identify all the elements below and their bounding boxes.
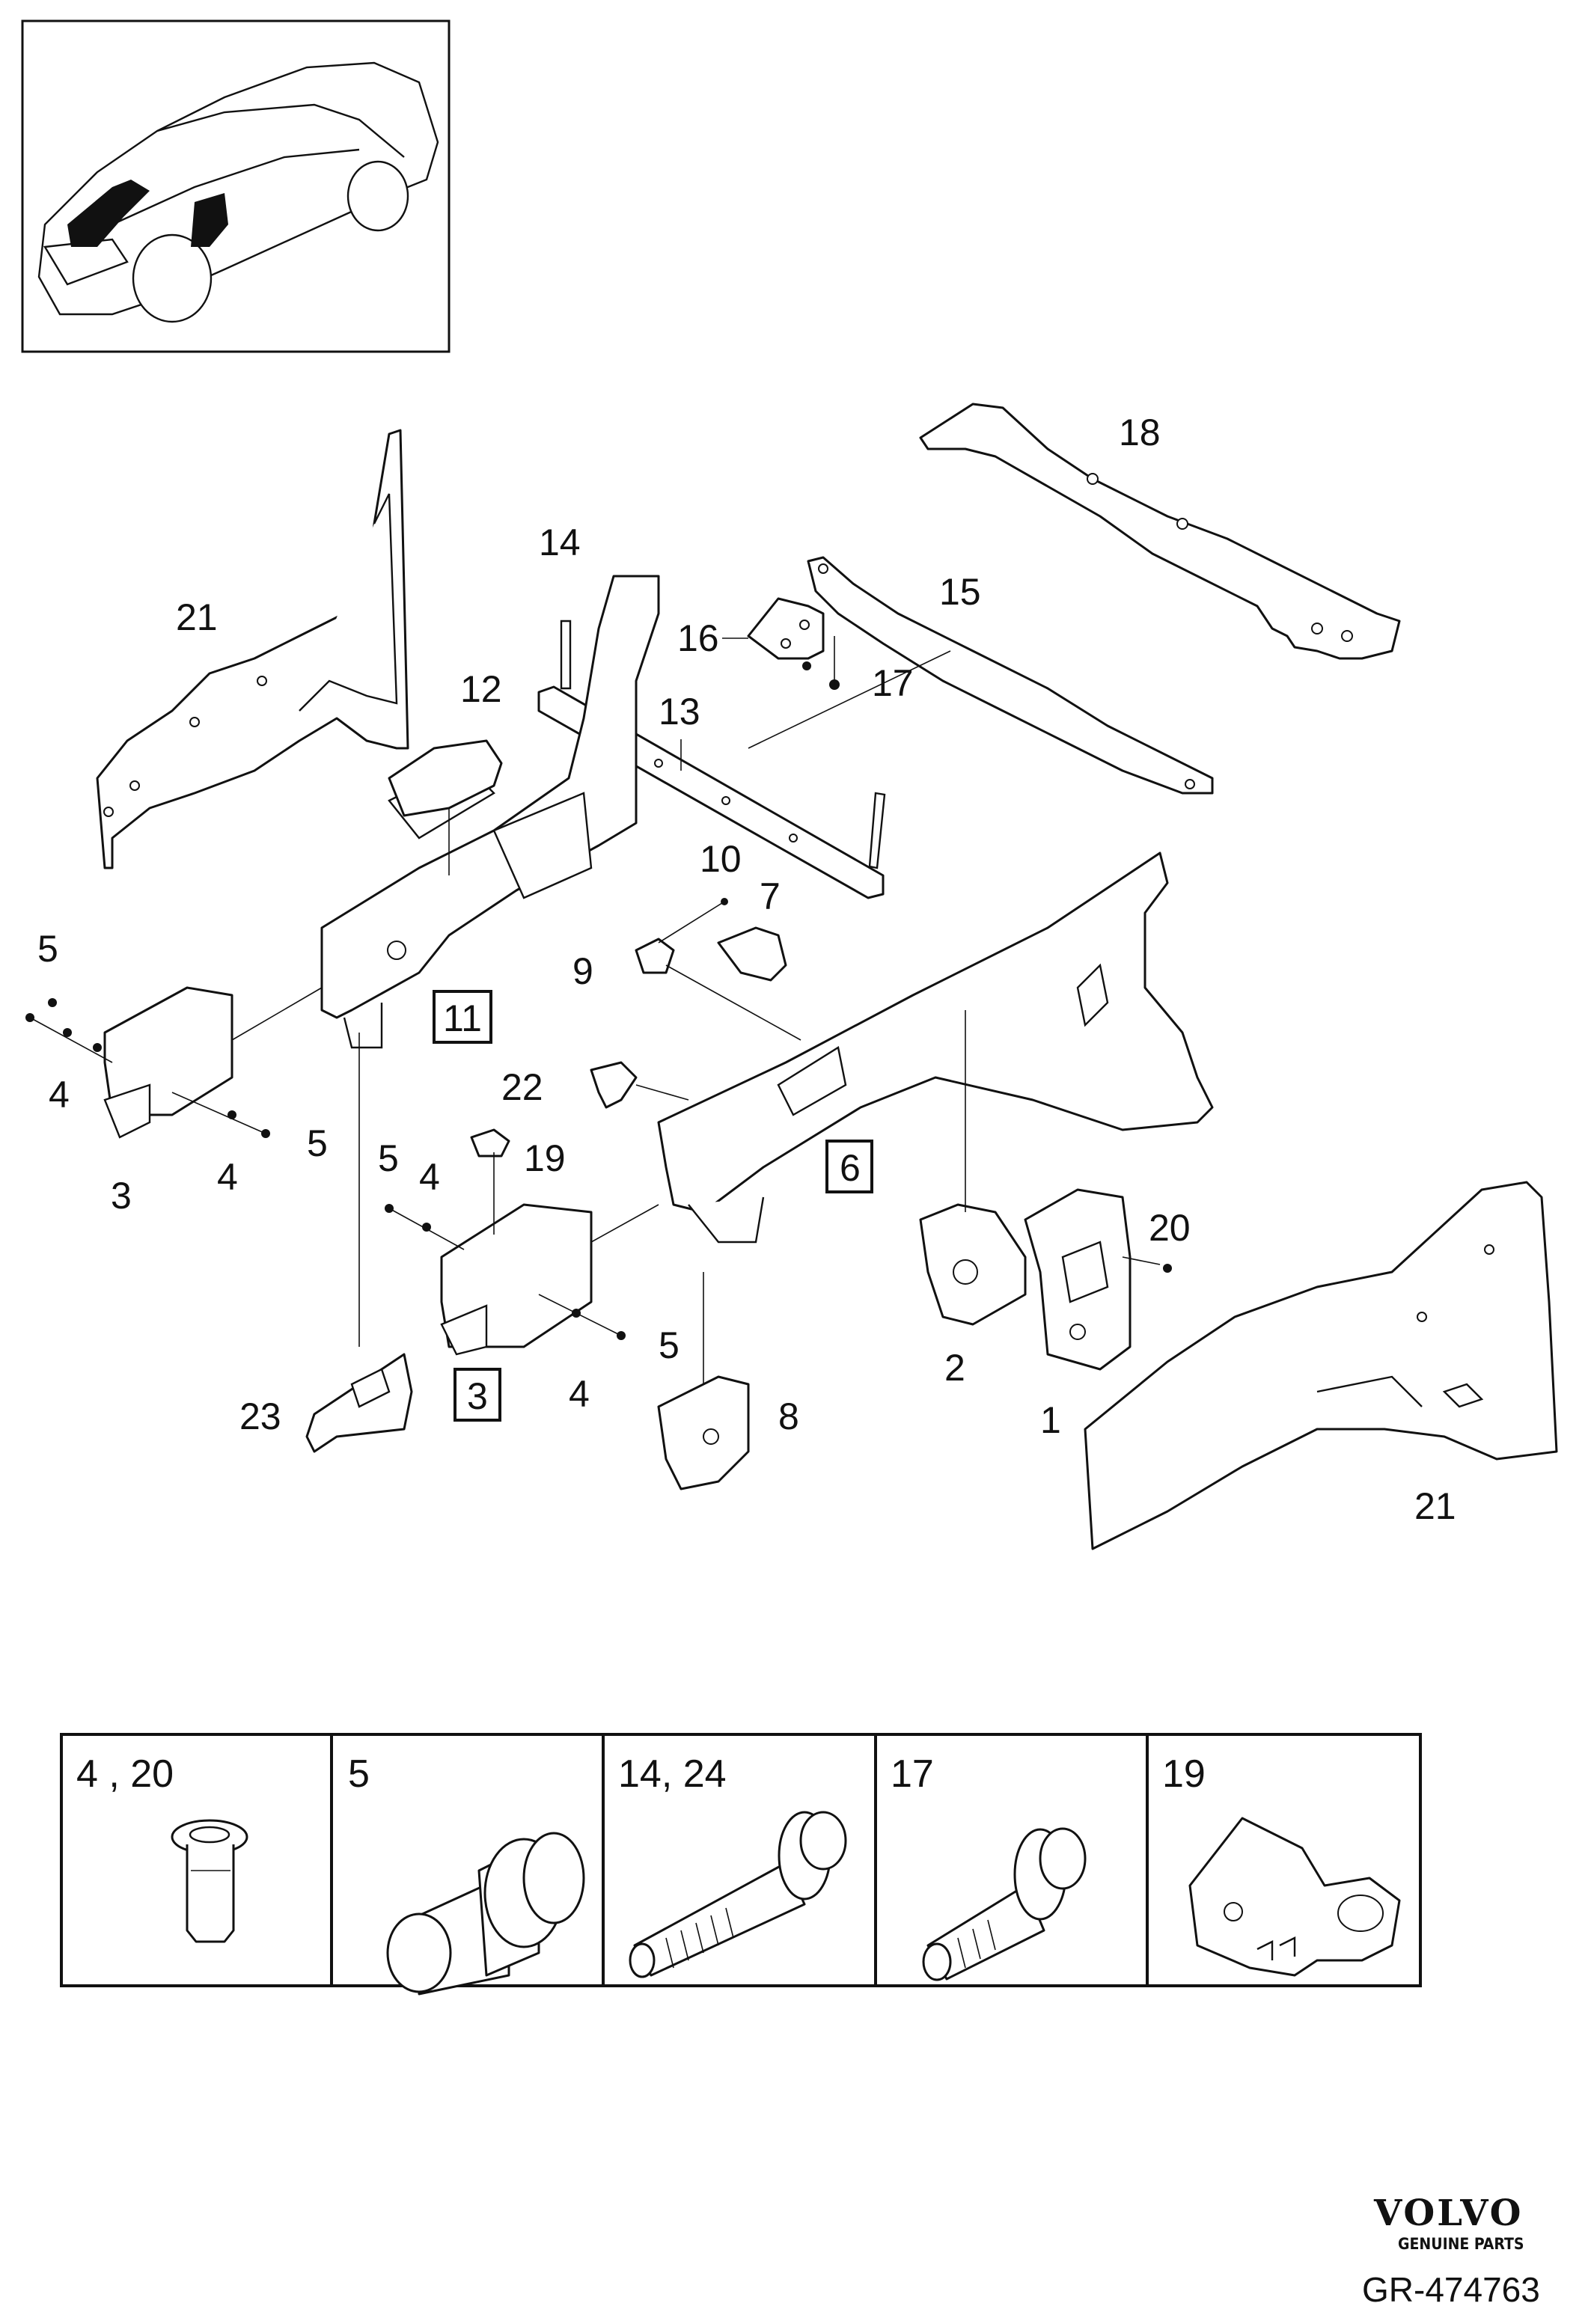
callout-4-d: 4 [569, 1373, 590, 1415]
callout-21-lower: 21 [1414, 1485, 1456, 1527]
car-outline-icon [37, 61, 439, 323]
callout-14: 14 [539, 522, 581, 563]
highlighted-wheelhouse [191, 193, 228, 247]
callout-22: 22 [501, 1066, 543, 1108]
part-18-crossmember [919, 403, 1401, 660]
boxed-callout-11: 11 [433, 990, 492, 1044]
callout-18: 18 [1119, 412, 1161, 453]
callout-8: 8 [778, 1395, 799, 1437]
boxed-callout-3: 3 [454, 1368, 501, 1422]
callout-5-b: 5 [307, 1122, 328, 1164]
brand-subtitle: GENUINE PARTS [1398, 2235, 1524, 2253]
callout-7: 7 [760, 875, 781, 917]
callout-17: 17 [872, 662, 914, 704]
fasteners-center [385, 1204, 626, 1340]
callout-3: 3 [111, 1175, 132, 1217]
callout-20: 20 [1149, 1207, 1191, 1249]
callout-9: 9 [572, 950, 593, 992]
callout-12: 12 [460, 668, 502, 710]
highlighted-area [67, 180, 150, 247]
rivet-nut-icon [171, 1819, 248, 1943]
part-7-bracket [717, 926, 787, 982]
part-21-upper-panel [96, 429, 409, 869]
legend-label-5: 5 [348, 1752, 370, 1796]
callout-5-c: 5 [378, 1137, 399, 1179]
legend-label-4-20: 4 , 20 [76, 1752, 174, 1796]
fastener-legend: 4 , 20 5 14, 24 17 19 [60, 1733, 1422, 1996]
part-3-lower-bracket [440, 1203, 659, 1356]
callout-13: 13 [659, 691, 700, 733]
clip-bracket-icon [1188, 1817, 1401, 1977]
footer: VOLVO GENUINE PARTS GR-474763 [1362, 2192, 1540, 2309]
callout-10: 10 [700, 838, 742, 880]
callout-19: 19 [524, 1137, 566, 1179]
short-flange-bolt-icon [922, 1827, 1087, 1981]
long-flange-bolt-icon [629, 1811, 847, 1978]
callout-4-c: 4 [419, 1156, 440, 1198]
part-1-bracket [1024, 1188, 1172, 1371]
legend-label-19: 19 [1162, 1752, 1206, 1796]
part-19-clip [470, 1128, 510, 1235]
part-23-bracket [305, 1033, 413, 1453]
part-8-bracket [657, 1272, 750, 1490]
callout-16: 16 [677, 617, 719, 659]
callout-4-a: 4 [49, 1074, 70, 1116]
part-3-upper-bracket [103, 986, 323, 1139]
vehicle-thumbnail [21, 19, 451, 353]
fasteners-left [25, 998, 270, 1138]
svg-text:6: 6 [840, 1147, 861, 1189]
legend-label-17: 17 [891, 1752, 934, 1796]
svg-text:3: 3 [467, 1375, 488, 1417]
part-15-tie-bar [748, 556, 1214, 795]
callout-21-upper: 21 [176, 596, 218, 638]
part-9-bracket [635, 938, 801, 1041]
callout-labels: 21 14 12 13 16 15 17 18 10 7 9 22 5 4 3 … [37, 412, 1456, 1527]
part-2-bracket [919, 1010, 1027, 1326]
legend-label-14-24: 14, 24 [618, 1752, 727, 1796]
callout-1: 1 [1040, 1399, 1061, 1441]
stud-bolt-icon [386, 1832, 585, 1996]
callout-5-d: 5 [659, 1324, 680, 1366]
callout-2: 2 [944, 1347, 965, 1389]
callout-4-b: 4 [217, 1156, 238, 1198]
part-12-bracket [388, 739, 503, 875]
part-10-pin [658, 898, 728, 944]
part-6-lower-rail [657, 851, 1214, 1244]
callout-23: 23 [239, 1395, 281, 1437]
brand-logo: VOLVO [1373, 2192, 1523, 2234]
callout-15: 15 [939, 571, 981, 613]
part-21-lower-panel [1084, 1181, 1558, 1550]
diagram-reference: GR-474763 [1362, 2270, 1540, 2309]
svg-text:11: 11 [443, 997, 482, 1039]
part-16-bracket [722, 597, 840, 690]
part-22-bracket [590, 1061, 689, 1109]
callout-5-a: 5 [37, 928, 58, 970]
boxed-callout-6: 6 [825, 1140, 873, 1193]
